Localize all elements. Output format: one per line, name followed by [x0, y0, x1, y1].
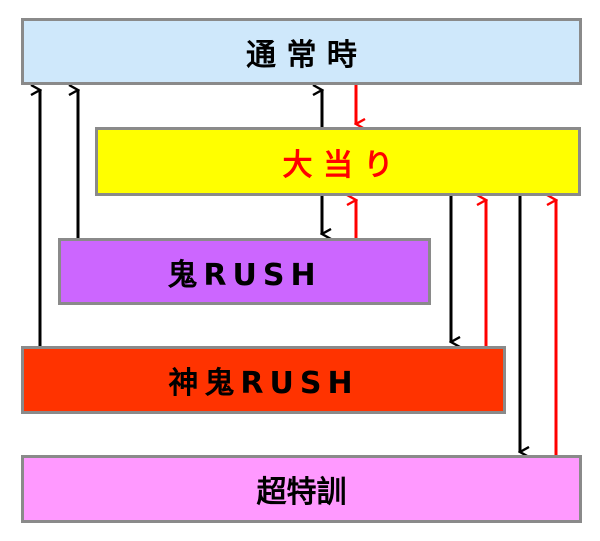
node-jackpot: 大 当 り: [95, 127, 581, 196]
node-oni-rush-label: 鬼RUSH: [167, 257, 322, 293]
node-super-training-label: 超特訓: [256, 475, 347, 510]
node-oni-rush: 鬼RUSH: [58, 238, 431, 305]
node-super-training: 超特訓: [21, 455, 582, 523]
node-normal-label: 通 常 時: [246, 37, 357, 73]
node-jackpot-label: 大 当 り: [282, 147, 394, 183]
node-shinki-rush-label: 神鬼RUSH: [168, 366, 359, 401]
node-shinki-rush: 神鬼RUSH: [21, 346, 506, 414]
node-normal: 通 常 時: [21, 18, 582, 85]
